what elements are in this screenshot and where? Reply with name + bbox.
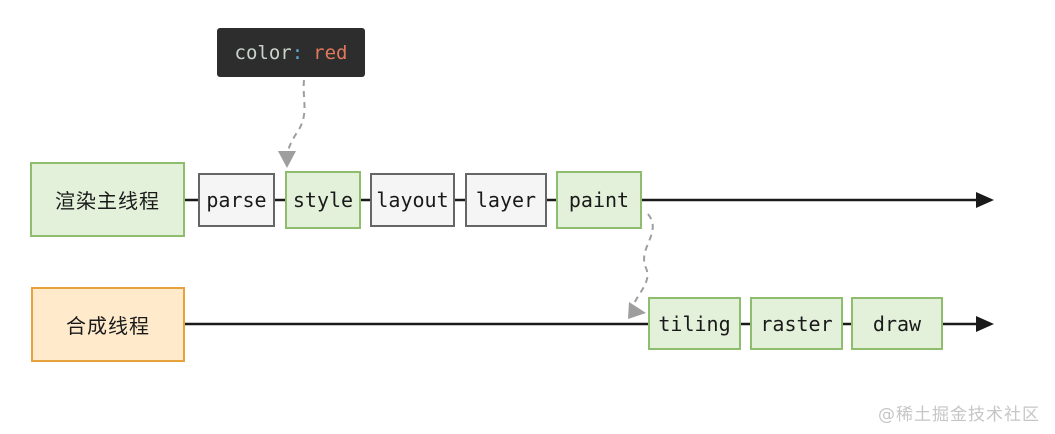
- css-code-tooltip: color: red: [217, 28, 365, 77]
- stage-box-layer: layer: [465, 173, 547, 227]
- stage-box-parse: parse: [198, 173, 275, 227]
- main-thread-box: 渲染主线程: [30, 162, 185, 237]
- stage-box-tiling: tiling: [648, 297, 741, 350]
- stage-box-paint: paint: [556, 171, 642, 229]
- compositor-thread-arrow: [185, 316, 994, 332]
- stage-box-layout: layout: [370, 173, 455, 227]
- css-value-text: red: [313, 41, 348, 64]
- compositor-thread-box: 合成线程: [31, 287, 185, 362]
- paint-to-tiling-dashed-arrow: [628, 213, 654, 319]
- css-property-text: color: [234, 41, 292, 64]
- stage-box-raster: raster: [750, 297, 843, 350]
- watermark-text: @稀土掘金技术社区: [878, 405, 1040, 425]
- stage-box-draw: draw: [851, 297, 943, 350]
- stage-box-style: style: [285, 171, 361, 229]
- tooltip-to-style-dashed-arrow: [278, 79, 306, 168]
- css-separator-text: :: [291, 41, 304, 64]
